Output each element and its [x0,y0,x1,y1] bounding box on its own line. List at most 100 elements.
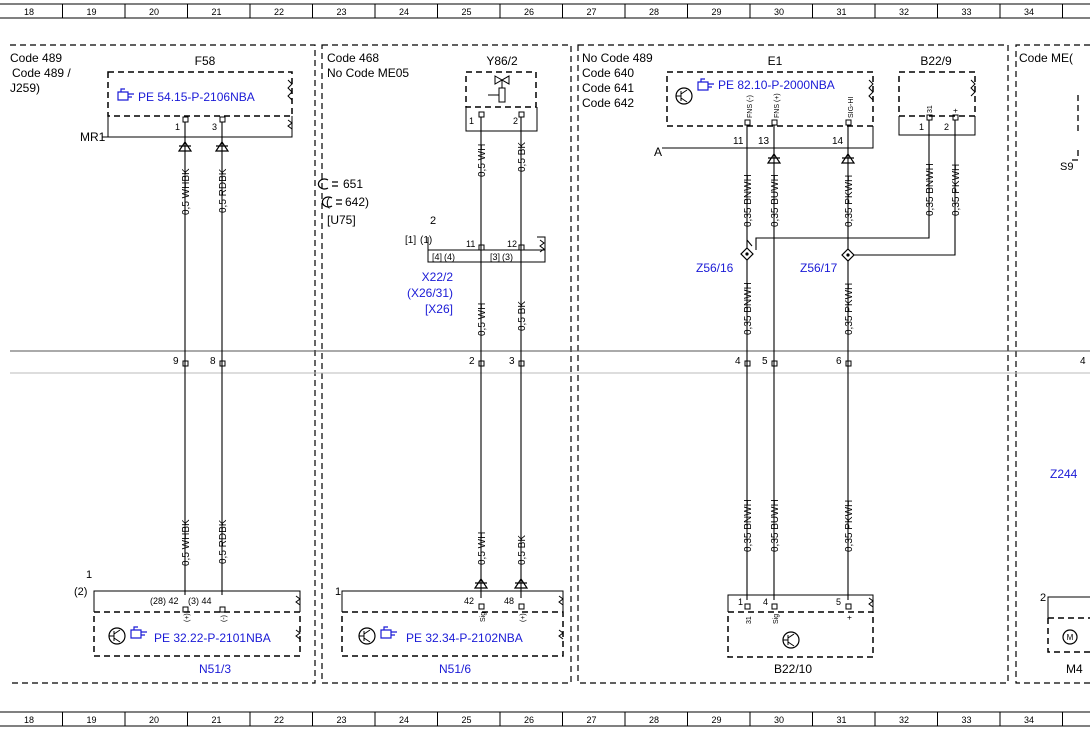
x222-name1[interactable]: X22/2 [422,270,454,284]
ruler-label: 22 [274,7,284,17]
f58-reference-link[interactable]: PE 54.15-P-2106NBA [138,90,255,104]
conn-pin-5: 5 [762,356,768,367]
section3-line4: Code 642 [582,96,634,110]
b229-label: B22/9 [920,54,952,68]
f58-pin-1: 1 [175,122,180,132]
ruler-label: 20 [149,715,159,725]
transistor-icon [108,627,126,645]
component-n51-6: 1 42 48 Sig (+) PE 32.34-P-2102NBA N51/6 [335,586,564,676]
wire-label: 0,35 BNWH [743,282,754,335]
ruler-label: 29 [712,7,722,17]
b2210-pinlabel-31: 31 [746,616,753,624]
b229-pinlabel-plus: + [951,108,960,113]
separator-lines [10,350,1090,374]
ruler-label: 34 [1024,7,1034,17]
wire-label: 0,5 WHBK [181,168,192,215]
component-b22-10: 1 4 5 31 Sig + B22/10 [727,594,874,676]
transistor-icon [782,631,800,649]
x222-name3[interactable]: [X26] [425,302,453,316]
n513-num2: (2) [74,586,87,598]
z5616-label[interactable]: Z56/16 [696,261,734,275]
n516-pin-42: 42 [464,596,474,606]
conn-pin-6: 6 [836,356,842,367]
ruler-label: 19 [87,7,97,17]
component-n51-3: 1 (2) (28) 42 (3) 44 (+) (-) PE 32.22-P-… [74,569,301,676]
ruler-label: 19 [87,715,97,725]
n513-label[interactable]: N51/3 [199,662,231,676]
x222-tag2: (1) [420,235,432,246]
ruler-label: 33 [962,7,972,17]
ruler-label: 33 [962,715,972,725]
n516-label[interactable]: N51/6 [439,662,471,676]
component-f58: F58 PE 54.15-P-2106NBA 1 3 [107,54,293,138]
n516-reference-link[interactable]: PE 32.34-P-2102NBA [406,631,523,645]
z5617-label[interactable]: Z56/17 [800,261,838,275]
y86-label: Y86/2 [486,54,518,68]
m4-label: M4 [1066,662,1083,676]
transistor-icon [358,627,376,645]
n513-pin-44: (3) 44 [188,596,212,606]
x222-name2[interactable]: (X26/31) [407,286,453,300]
e1-pin-14: 14 [832,136,844,147]
x222-pin-11: 11 [466,239,475,249]
ruler-label: 28 [649,715,659,725]
b2210-pin-1: 1 [738,597,743,607]
wire-label: 0,5 RDBK [218,168,229,213]
ruler-label: 30 [774,715,784,725]
b2210-label: B22/10 [774,662,812,676]
splice-z56-17: Z56/17 [800,248,855,275]
component-m4: 2 M M4 [1040,592,1090,676]
ruler-label: 30 [774,7,784,17]
wire-label: 0,35 PKWH [844,283,855,335]
b2210-pinlabel-plus: + [845,615,854,620]
ruler-label: 27 [587,7,597,17]
section3-line2: Code 640 [582,66,634,80]
splice-z56-16: Z56/16 [696,247,754,275]
main-connector-pins: 9 8 2 3 4 5 6 4 [173,356,1086,367]
wire-label: 0,5 WH [477,532,488,565]
z244-label[interactable]: Z244 [1050,467,1078,481]
reference-hand-icon [117,88,134,101]
section2-code2: 642) [345,195,369,209]
n516-pinlabel-plus: (+) [520,613,527,622]
svg-text:M: M [1067,633,1074,642]
mr1-label: MR1 [80,130,106,144]
wire-label: 0,35 BUWH [770,499,781,552]
ruler-label: 26 [524,7,534,17]
wire-label: 0,5 WHBK [181,519,192,566]
section4-line1: Code ME( [1019,51,1073,65]
ruler-label: 31 [837,715,847,725]
conn-pin-4: 4 [735,356,741,367]
wire-label: 0,5 BK [517,301,528,331]
e1-pin-11: 11 [733,136,744,147]
x222-tag6: (3) [502,252,513,262]
section-frames [10,44,1090,684]
ruler-label: 21 [212,715,222,725]
conn-pin-3: 3 [509,356,515,367]
ruler-label: 25 [462,715,472,725]
section1-line3: J259) [10,81,40,95]
section2-line1: Code 468 [327,51,379,65]
y86-pin-2: 2 [513,116,518,126]
section2-code1: 651 [343,177,363,191]
e1-pinlabel-fns-minus: FNS (-) [747,95,754,118]
section1-line1: Code 489 [10,51,62,65]
ruler-label: 31 [837,7,847,17]
b2210-pin-5: 5 [836,597,841,607]
b2210-pinlabel-sig: Sig [773,614,780,624]
f58-label: F58 [195,54,216,68]
conn-pin-9: 9 [173,356,179,367]
engine-code-icon [317,178,338,190]
section3-line3: Code 641 [582,81,634,95]
n513-reference-link[interactable]: PE 32.22-P-2101NBA [154,631,271,645]
e1-reference-link[interactable]: PE 82.10-P-2000NBA [718,78,835,92]
wire-label: 0,5 WH [477,144,488,177]
ruler-label: 32 [899,715,909,725]
ruler-label: 34 [1024,715,1034,725]
connector-x22-2: 2 [1] (1) [4] (4) [3] (3) 11 12 X22/2 (X… [405,215,546,316]
ruler-label: 32 [899,7,909,17]
component-e1: E1 PE 82.10-P-2000NBA FNS (-) FNS (+) SI… [654,54,874,159]
n516-pin-48: 48 [504,596,514,606]
